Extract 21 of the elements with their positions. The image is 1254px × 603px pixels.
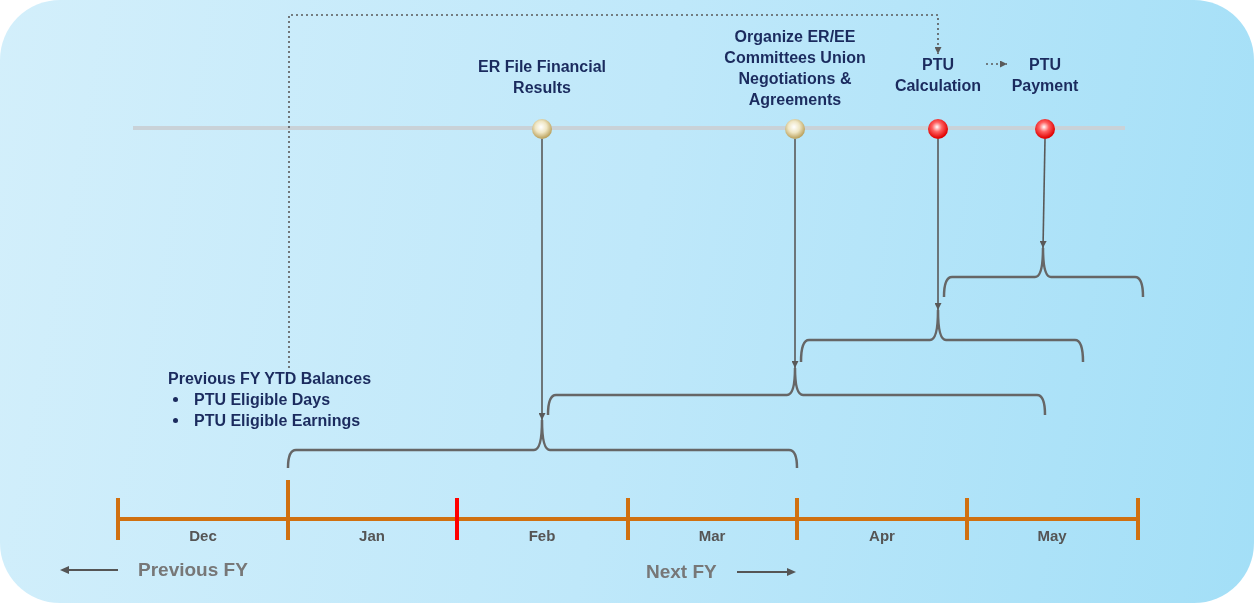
bullet-item: PTU Eligible Days [194,390,331,410]
arrow [1039,138,1047,249]
period-label: Previous FY [138,559,248,581]
period-label: Next FY [646,561,717,583]
month-label: Jan [359,527,385,544]
event-label: PTU Calculation [893,55,983,96]
bullet-item: PTU Eligible Earnings [194,411,361,431]
month-label: Apr [869,527,895,544]
arrow [934,138,942,311]
event-label: PTU Payment [1010,55,1080,96]
dotted-arrow [985,60,1008,68]
arrow [791,138,799,369]
dotted-arrow [288,14,942,369]
block-heading: Previous FY YTD Balances [168,369,372,389]
arrow [538,138,546,421]
month-label: May [1037,527,1067,544]
event-label: ER File Financial Results [477,57,607,98]
month-label: Dec [189,527,217,544]
month-label: Feb [528,527,556,544]
event-label: Organize ER/EE Committees Union Negotiations & Agreements [723,27,867,110]
month-label: Mar [698,527,726,544]
